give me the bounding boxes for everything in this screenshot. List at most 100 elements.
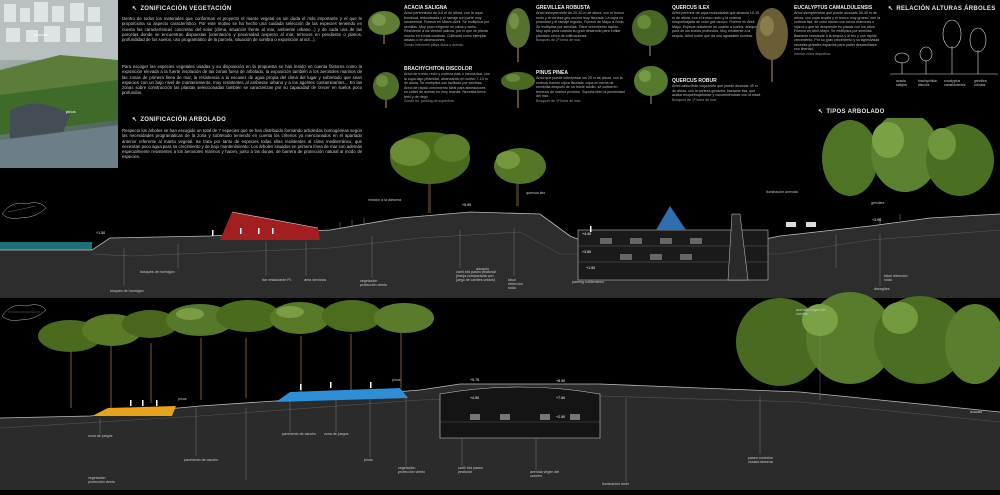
- label-carril-bici-top: carril bici paseo peatonal (franja compa…: [456, 270, 496, 282]
- height-label-brachychiton: brachychiton discolor: [918, 79, 938, 87]
- species-name: GREVILLEA ROBUSTA: [536, 5, 591, 11]
- label-vegetacion-proteccion-bottom: vegetación protección viento: [398, 466, 426, 474]
- heading-zonificacion-arbolado: ↖ZONIFICACIÓN ARBOLADO: [132, 116, 226, 123]
- label-pavimento-caucho: pavimento de caucho: [184, 458, 219, 462]
- species-brachychiton: BRACHYCHITON DISCOLOR Árbol de tronco re…: [404, 66, 490, 104]
- heading-zonificacion-vegetacion: ↖ZONIFICACIÓN VEGETACIÓN: [132, 5, 231, 12]
- species-note: Zonas interiores playa duna y aceras.: [404, 42, 464, 47]
- label-avenida-virgen: avenida virgen del carmen: [530, 470, 560, 478]
- label-talud-retencion-ruido: talud retención ruido: [884, 274, 908, 282]
- label-iluminacion-avenida: iluminación avenida: [766, 190, 798, 194]
- level-top-5: +1.50: [586, 266, 596, 270]
- tree-acacia-icon: [367, 6, 401, 51]
- water-darsena: [0, 242, 92, 250]
- heading-relacion-alturas: ↖RELACIÓN ALTURAS ÁRBOLES: [888, 5, 996, 12]
- species-note: Zonas int. parking de superficie.: [404, 99, 455, 103]
- height-relation-diagram: [890, 16, 1000, 83]
- label-paseo-conexion: paseo conexión ciudad-darsena: [748, 456, 774, 464]
- aerial-photo: pinos acacias: [0, 0, 118, 168]
- species-name: PINUS PINEA: [536, 70, 568, 76]
- heading-text: ZONIFICACIÓN VEGETACIÓN: [140, 6, 232, 12]
- height-label-acacia: acacia saligna: [896, 79, 907, 87]
- species-note: Bosques de 1ª línea de mar.: [672, 97, 718, 102]
- label-parking: parking subterráneo: [572, 280, 604, 284]
- label-acacias: acacias: [970, 410, 983, 414]
- species-desc: Árbol que puede sobrepasar los 25 m de a…: [536, 76, 625, 98]
- level-bottom-4: +7.50: [556, 396, 566, 400]
- height-label-eucalyptus: eucalyptus camaldulensis: [944, 79, 966, 87]
- level-top-4: +3.80: [582, 250, 592, 254]
- section-top-drawing: [0, 112, 1000, 298]
- site-plan-thumbnail-bottom: [0, 298, 48, 329]
- level-bottom-3: +4.50: [470, 396, 480, 400]
- svg-text:pinos: pinos: [66, 109, 76, 114]
- species-name: BRACHYCHITON DISCOLOR: [404, 66, 473, 72]
- tree-cluster-acacias: [736, 292, 1000, 386]
- red-building-restaurant: [220, 212, 320, 240]
- species-quercus-robur: QUERCUS ROBUR Árbol caducifolio corpulen…: [672, 78, 762, 102]
- label-vegetacion-viento: vegetación protección viento: [88, 476, 116, 484]
- label-carril-bici-bottom: carril bici paseo peatonal: [458, 466, 483, 474]
- tree-quercus-ilex-icon: [630, 6, 670, 63]
- arrow-icon: ↖: [888, 6, 894, 12]
- species-desc: Árbol caducifolio corpulento que puede a…: [672, 84, 762, 97]
- label-vegetacion-proteccion: vegetación protección viento: [360, 279, 388, 287]
- tree-cluster-grevillea: [822, 112, 994, 196]
- level-top-2: +5.90: [462, 203, 472, 207]
- species-desc: Árbol perenne de copa redondeada que alc…: [672, 11, 760, 38]
- species-name: ACACIA SALIGNA: [404, 5, 448, 11]
- svg-text:acacias: acacias: [34, 32, 48, 37]
- tree-cluster-pinus: [38, 300, 434, 408]
- species-desc: Árbol perennifolio de 5-8 m de altura, c…: [404, 11, 489, 42]
- level-top-6: +3.90: [872, 218, 882, 222]
- height-label-grevillea: grevillea robusta: [974, 79, 987, 87]
- arrow-icon: ↖: [132, 117, 138, 123]
- label-pinus: pinus: [178, 397, 187, 401]
- species-desc: Árbol de tronco recto y corteza más o me…: [404, 72, 490, 99]
- species-note: Bosques de 2ª línea de mar.: [536, 38, 582, 42]
- level-bottom-1: +5.75: [470, 378, 480, 382]
- species-grevillea: GREVILLEA ROBUSTA Árbol siempreverde de …: [536, 5, 626, 43]
- label-talud-retencion: talud retención ruido: [508, 278, 523, 290]
- species-quercus-ilex: QUERCUS ILEX Árbol perenne de copa redon…: [672, 5, 762, 38]
- species-note: Interior zona deportiva.: [794, 51, 831, 56]
- label-bloques: bloques de hormigón: [110, 289, 144, 293]
- tree-pinus-icon: [500, 70, 536, 115]
- tree-brachychiton-icon: [370, 70, 402, 115]
- species-acacia: ACACIA SALIGNA Árbol perennifolio de 5-8…: [404, 5, 490, 47]
- section-bottom-drawing: [0, 288, 1000, 490]
- paragraph-vegetacion-1: Dentro de todos los materiales que confo…: [122, 16, 362, 43]
- site-plan-thumbnail-top: [0, 196, 48, 227]
- arrow-icon: ↖: [818, 109, 824, 115]
- arrow-icon: ↖: [132, 6, 138, 12]
- label-grevillea: grevillea: [871, 201, 885, 205]
- level-top-1: +1.50: [96, 231, 106, 235]
- heading-tipos-arbolado: ↖TIPOS ARBOLADO: [818, 108, 885, 115]
- tree-quercus-robur-icon: [632, 64, 670, 111]
- blue-sculpture: [656, 206, 686, 230]
- tree-cluster-quercus: [390, 132, 546, 213]
- level-bottom-2: +8.50: [556, 379, 566, 383]
- label-pinos: pinos: [392, 378, 401, 382]
- label-quercus-ilex: quercus ilex: [526, 191, 546, 195]
- label-bar-restaurante: bar restaurante P.I.: [262, 278, 293, 282]
- aerial-city-image: pinos acacias: [0, 0, 118, 168]
- label-avenida-origen: avenida origen del camino: [796, 308, 826, 316]
- species-name: QUERCUS ROBUR: [672, 78, 717, 84]
- label-iluminacion-tunel: iluminación túnel: [602, 482, 629, 486]
- label-zona-juegos-2: zona de juegos: [324, 432, 349, 436]
- level-bottom-5: +2.50: [556, 415, 566, 419]
- paragraph-vegetacion-2: Para escoger las especies vegetales usad…: [122, 64, 362, 96]
- level-top-3: +4.40: [582, 232, 592, 236]
- species-pinus: PINUS PINEA Árbol que puede sobrepasar l…: [536, 70, 626, 103]
- road-tunnel: [439, 386, 601, 439]
- species-name: EUCALYPTUS CAMALDULENSIS: [794, 5, 873, 11]
- species-desc: Árbol siempreverde que puede alcanzar 30…: [794, 11, 881, 51]
- tree-eucalyptus-icon: [752, 6, 792, 89]
- orange-play-zone: [92, 406, 176, 416]
- species-name: QUERCUS ILEX: [672, 5, 710, 11]
- label-area-servicios: area servicios: [304, 278, 327, 282]
- heading-text: ZONIFICACIÓN ARBOLADO: [140, 117, 227, 123]
- blue-play-zone: [276, 388, 408, 402]
- species-desc: Árbol siempreverde de 20-30 m de altura,…: [536, 11, 625, 38]
